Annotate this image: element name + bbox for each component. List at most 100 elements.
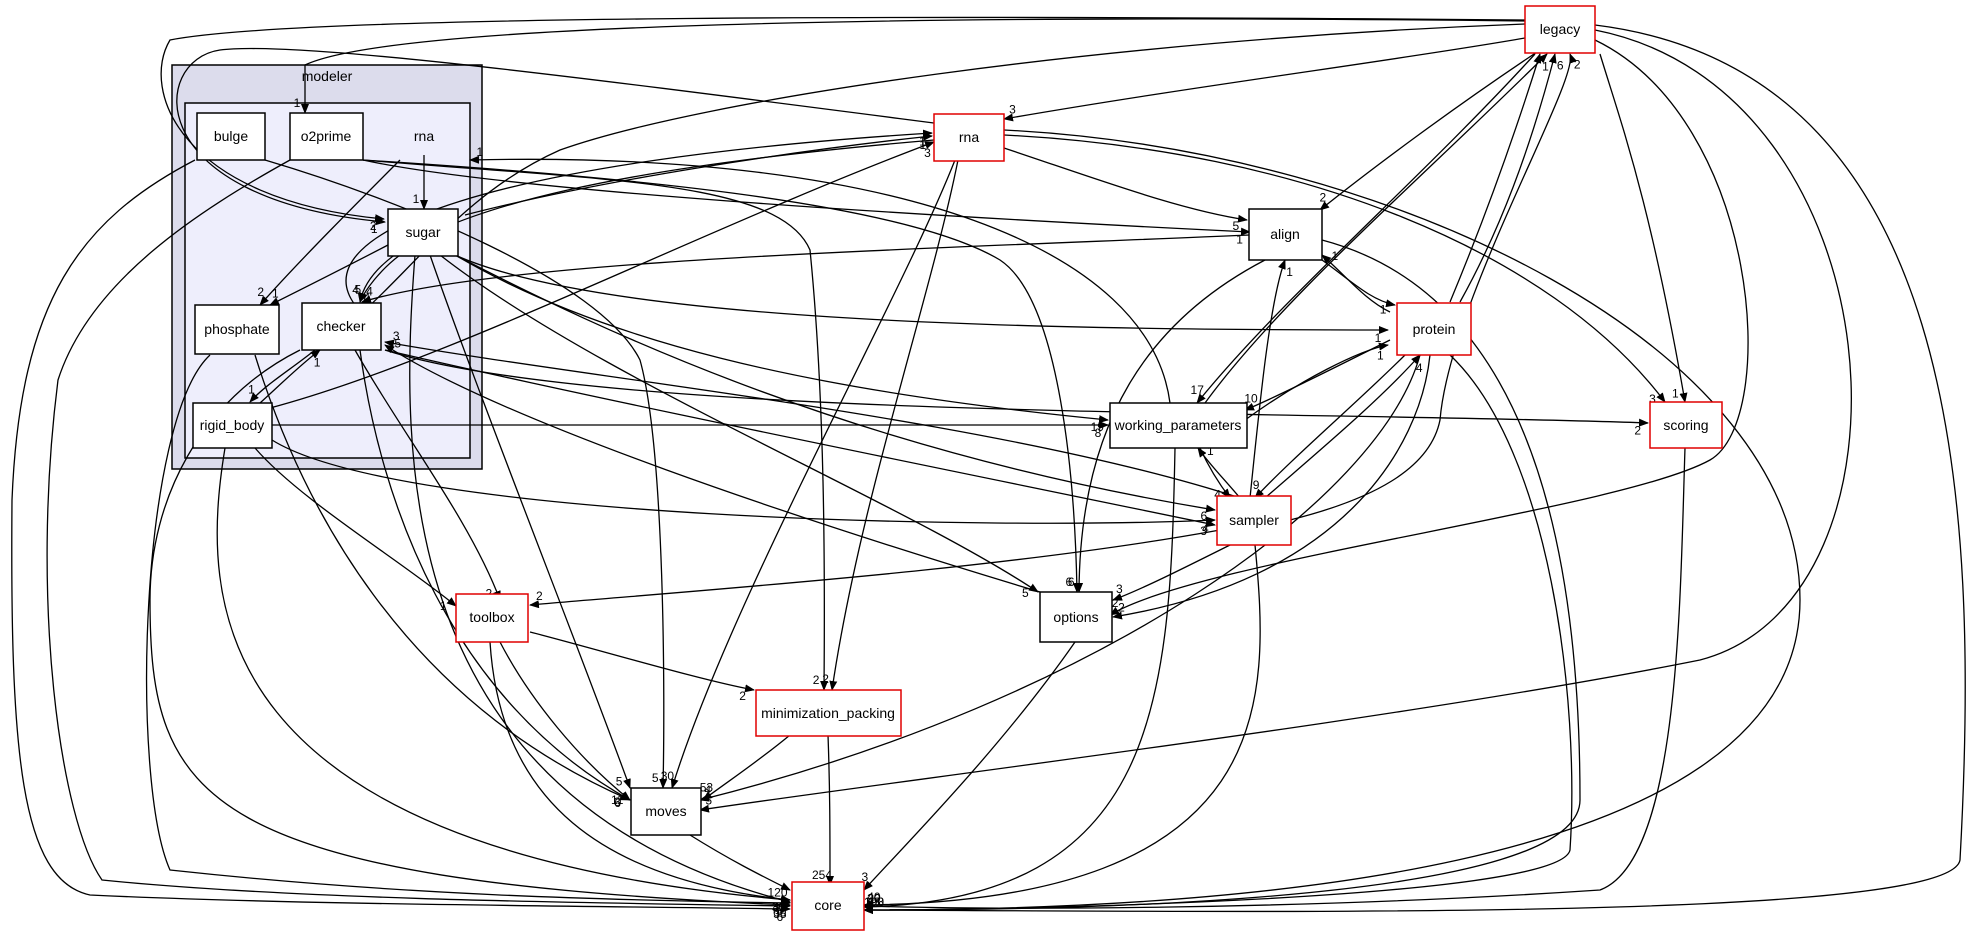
- node-rigid_body[interactable]: rigid_body: [192, 402, 273, 449]
- edge-label-legacy-options: 2: [1112, 596, 1119, 610]
- edge-bulge-core: [11, 159, 791, 913]
- edge-moves-core: [689, 834, 791, 891]
- edge-sugar-options: [439, 254, 1039, 593]
- node-o2prime-label: o2prime: [301, 128, 352, 144]
- edge-label-checker-scoring: 2: [1634, 424, 1641, 438]
- edge-label-legacy-align: 2: [1320, 191, 1327, 205]
- edge-legacy-align: [1319, 49, 1541, 211]
- edge-legacy-core: [863, 24, 1966, 915]
- edge-label-rna-core: 100: [864, 895, 884, 909]
- edge-rigid_body-rna: [269, 141, 935, 409]
- node-align-label: align: [1270, 226, 1300, 242]
- edge-sampler-align: [1249, 259, 1286, 499]
- edge-label-rna-scoring: 3: [1649, 392, 1656, 406]
- edge-label-phosphate-moves: 6: [614, 796, 621, 810]
- edge-label-working_parameters-core: 20: [867, 892, 881, 906]
- edge-rna_dir-phosphate: [259, 159, 401, 306]
- edge-protein-legacy-2: [1449, 53, 1542, 303]
- node-legacy[interactable]: legacy: [1524, 5, 1596, 54]
- edge-label-rna-checker: 4: [352, 283, 359, 297]
- edge-label-align-protein: 1: [1380, 303, 1387, 317]
- edge-label-toolbox-core: 37: [773, 900, 787, 914]
- edge-legacy-working_parameters: [1196, 53, 1536, 404]
- edge-label-sugar-rna: 1: [920, 138, 927, 152]
- edge-label-checker-rigid_body: 1: [248, 382, 255, 396]
- edge-label-sugar-phosphate: 1: [272, 286, 279, 300]
- node-working_parameters[interactable]: working_parameters: [1109, 402, 1248, 449]
- edge-label-toolbox-minimization_packing: 2: [739, 689, 746, 703]
- edge-label-align-core: 9: [871, 895, 878, 909]
- edge-label-sugar-options: 5: [1022, 586, 1029, 600]
- edge-label-legacy-sugar: 2: [370, 219, 377, 233]
- cluster-modeler-label: modeler: [302, 68, 353, 84]
- edge-label-o2prime-align: 1: [1236, 233, 1243, 247]
- edge-legacy-moves: [699, 29, 1852, 813]
- edge-sampler-legacy: [1289, 53, 1577, 521]
- edge-label-sampler-legacy: 2: [1574, 58, 1581, 72]
- node-scoring[interactable]: scoring: [1649, 401, 1723, 449]
- edge-label-legacy-checker: 4: [363, 290, 370, 304]
- node-protein-label: protein: [1413, 321, 1456, 337]
- node-protein[interactable]: protein: [1396, 302, 1472, 356]
- edge-checker-sampler: [384, 349, 1216, 528]
- node-core[interactable]: core: [791, 881, 865, 931]
- edge-rna-core: [863, 129, 1801, 914]
- edge-sugar-moves: [429, 254, 631, 789]
- edge-working_parameters-legacy: [1204, 53, 1548, 404]
- edge-minimization_packing-moves: [702, 734, 791, 801]
- edge-label-rigid_body-checker: 1: [314, 356, 321, 370]
- node-align[interactable]: align: [1248, 208, 1323, 261]
- edge-legacy-scoring: [1599, 53, 1688, 403]
- node-sampler[interactable]: sampler: [1216, 495, 1292, 546]
- node-moves-label: moves: [645, 803, 686, 819]
- edge-label-protein-options: 2: [1118, 600, 1125, 614]
- edge-label-legacy-core: 193: [864, 895, 884, 909]
- node-bulge[interactable]: bulge: [196, 112, 266, 161]
- edges: [11, 16, 1966, 915]
- edge-align-protein: [1321, 259, 1396, 308]
- edge-rigid_body-toolbox: [254, 447, 457, 607]
- node-bulge-label: bulge: [214, 128, 248, 144]
- edge-label-rna_dir-phosphate: 2: [257, 285, 264, 299]
- edge-label-rna-minimization_packing: 2: [822, 672, 829, 686]
- node-sugar-label: sugar: [405, 224, 440, 240]
- cluster-rna[interactable]: rna: [184, 102, 471, 459]
- edge-label-o2prime-core: 35: [773, 907, 787, 921]
- node-toolbox-label: toolbox: [469, 609, 514, 625]
- edge-label-minimization_packing-moves: 53: [700, 781, 714, 795]
- edge-label-sampler-checker: 3: [393, 329, 400, 343]
- edge-checker-rigid_body: [249, 349, 316, 403]
- node-options[interactable]: options: [1039, 591, 1113, 643]
- edge-working_parameters-core: [863, 447, 1176, 911]
- node-core-label: core: [814, 897, 841, 913]
- node-toolbox[interactable]: toolbox: [455, 593, 529, 643]
- edge-rigid_body-checker: [259, 349, 321, 404]
- node-phosphate[interactable]: phosphate: [194, 304, 280, 355]
- edge-protein-moves: [699, 354, 1421, 802]
- node-checker[interactable]: checker: [301, 302, 382, 351]
- edge-label-legacy-scoring: 1: [1672, 387, 1679, 401]
- edge-working_parameters-protein: [1244, 342, 1389, 421]
- node-o2prime[interactable]: o2prime: [289, 112, 364, 161]
- edge-label-sampler-toolbox: 2: [536, 589, 543, 603]
- edge-label-sampler-options: 3: [1116, 582, 1123, 596]
- edge-label-scoring-core: 32: [868, 891, 882, 905]
- edge-protein-options: [1112, 354, 1431, 620]
- edge-rna-align: [1003, 147, 1248, 223]
- edge-options-checker: [384, 344, 1041, 593]
- edge-legacy-checker: [364, 23, 1526, 311]
- edge-label-rna-moves: 30: [661, 769, 675, 783]
- node-sugar[interactable]: sugar: [387, 208, 459, 257]
- edge-bulge-moves: [264, 159, 668, 789]
- edge-label-sugar-core: 30: [772, 900, 786, 914]
- edge-sugar-rna: [464, 132, 933, 216]
- node-minimization_packing[interactable]: minimization_packing: [755, 689, 902, 737]
- nodes: legacy rna bulge o2prime sugar phosphate…: [192, 5, 1723, 931]
- node-options-label: options: [1053, 609, 1098, 625]
- edge-label-rigid_body-working_parameters: 8: [1095, 426, 1102, 440]
- edge-label-sugar-sampler: 6: [1200, 509, 1207, 523]
- node-rna[interactable]: rna: [933, 113, 1005, 162]
- node-legacy-label: legacy: [1540, 21, 1580, 37]
- node-moves[interactable]: moves: [630, 787, 702, 836]
